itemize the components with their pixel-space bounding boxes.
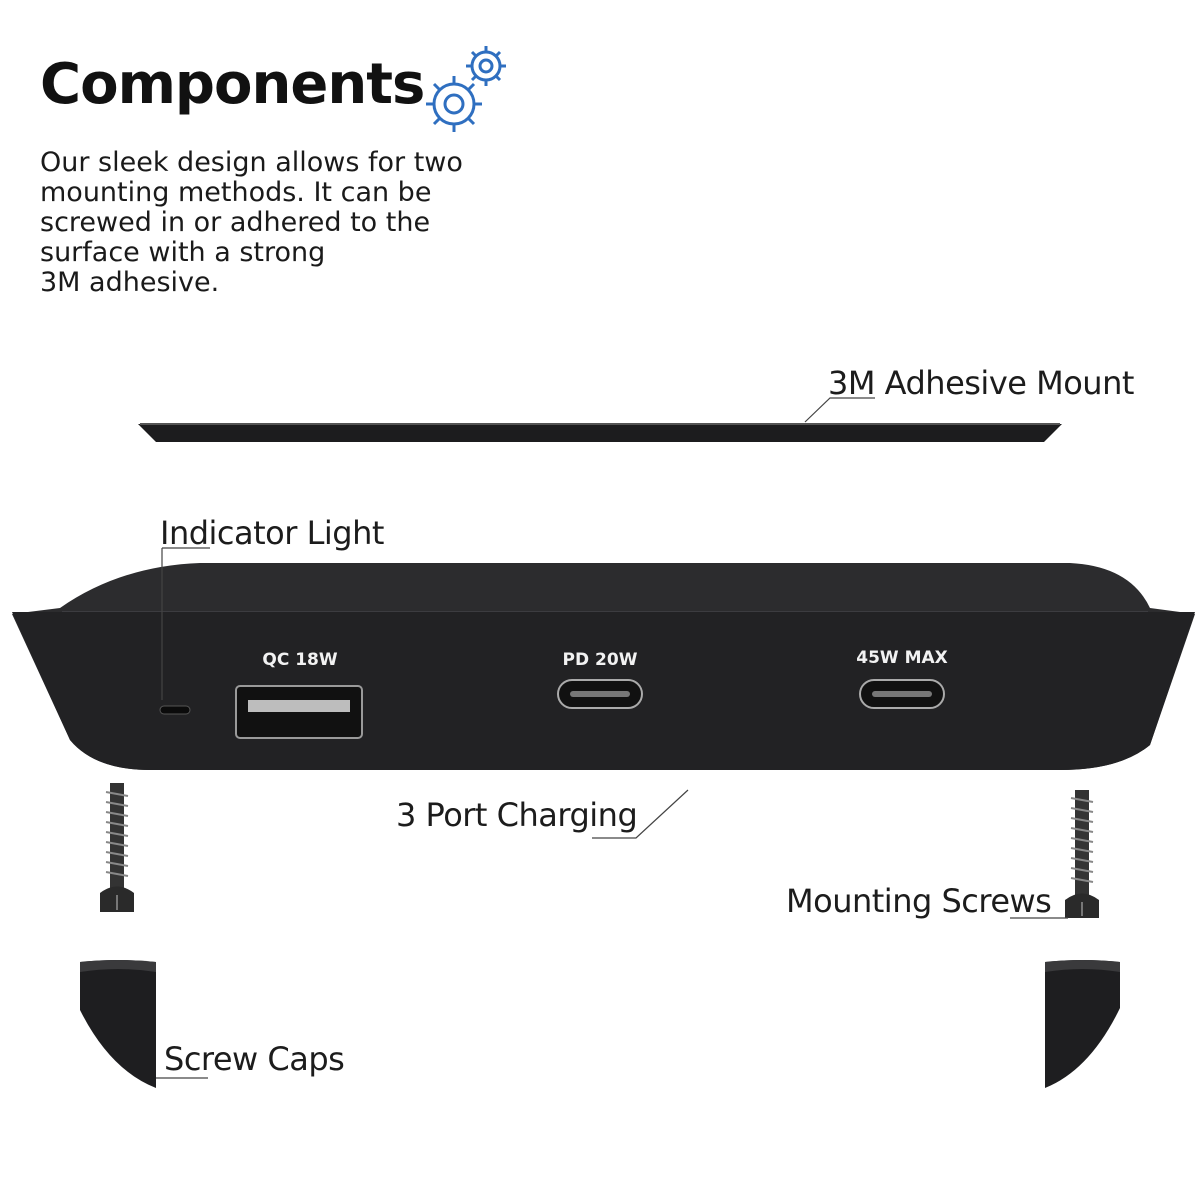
description: Our sleek design allows for two mounting… (40, 147, 463, 298)
adhesive-mount-plate (138, 424, 1062, 442)
usb-c-port-2-label: 45W MAX (856, 648, 948, 668)
left-screw-cap (80, 960, 156, 1088)
adhesive-mount-callout: 3M Adhesive Mount (828, 364, 1134, 402)
indicator-light-callout: Indicator Light (160, 514, 384, 552)
port-charging-callout: 3 Port Charging (396, 796, 638, 834)
mounting-screws-callout: Mounting Screws (786, 882, 1052, 920)
right-screw-cap (1045, 960, 1120, 1088)
ports-leader-line (592, 789, 689, 839)
gears-icon (426, 46, 506, 132)
adhesive-leader-line (804, 397, 875, 423)
indicator-light (159, 705, 191, 715)
usb-c-port-1-label: PD 20W (562, 650, 638, 670)
page-title: Components (40, 52, 425, 117)
left-screw (100, 783, 134, 912)
screw-caps-callout: Screw Caps (164, 1040, 345, 1078)
right-screw (1065, 790, 1099, 918)
usb-a-port-label: QC 18W (262, 650, 338, 670)
